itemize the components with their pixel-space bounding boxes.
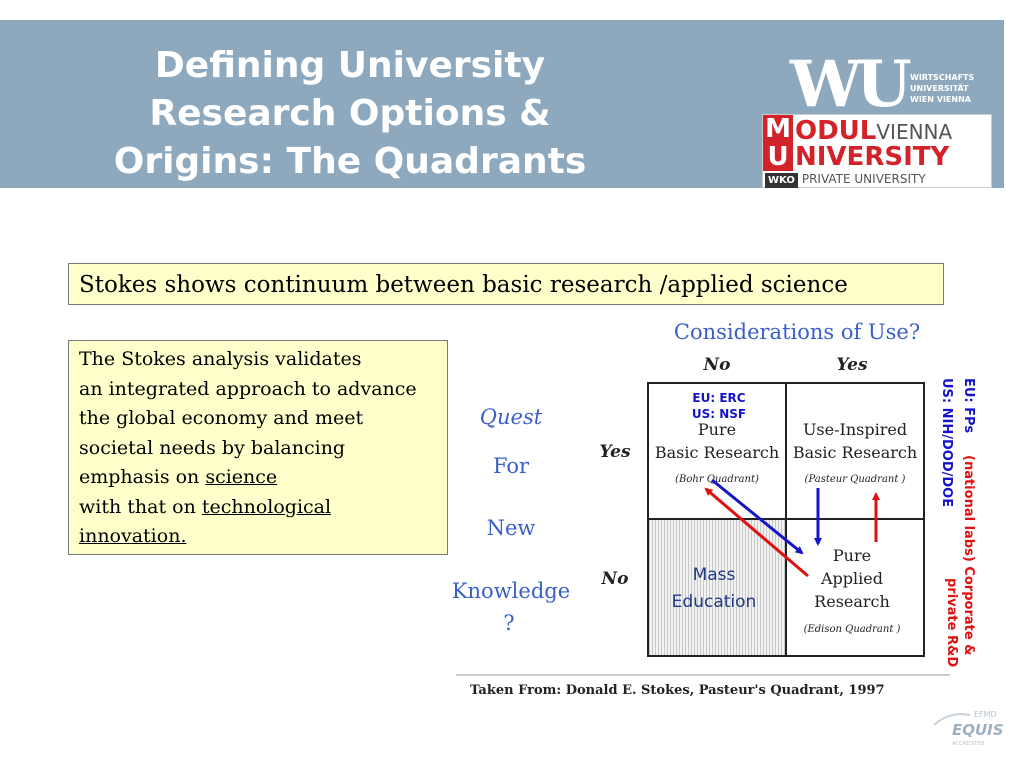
pasteur-use-inspired-label: Use-Inspired: [803, 420, 907, 439]
mass-label: Mass: [693, 565, 736, 585]
edison-research-label: Research: [814, 592, 890, 611]
title-header: Defining University Research Options & O…: [0, 20, 1004, 188]
question-mark: ?: [503, 611, 514, 635]
left-line-7: innovation.: [79, 522, 441, 552]
new-label: New: [487, 516, 536, 540]
left-line-6-text: with that on: [79, 495, 202, 518]
left-line-5-text: emphasis on: [79, 466, 206, 488]
left-line-2: an integrated approach to advance: [79, 377, 417, 400]
efmd-label: EFMD: [974, 710, 997, 719]
blue-arrow-basic-to-applied: [711, 478, 804, 555]
wu-logo-letters: WU: [790, 47, 912, 122]
wko-badge: WKO: [765, 173, 798, 188]
equis-logo: EFMD EQUIS ACCREDITED: [930, 705, 1010, 750]
row-yes-label: Yes: [599, 442, 630, 462]
edison-applied-label: Applied: [820, 569, 883, 588]
edison-pure-label: Pure: [833, 546, 871, 565]
wu-logo: WU WIRTSCHAFTS UNIVERSITÄT WIEN VIENNA: [790, 50, 1000, 130]
pasteur-basic-research-label: Basic Research: [793, 443, 917, 462]
left-line-6: with that on technological: [79, 493, 441, 523]
wu-sub-line-2: UNIVERSITÄT: [910, 84, 969, 93]
title-line-2: Research Options &: [149, 93, 551, 134]
red-arrow-applied-to-basic: [704, 487, 809, 578]
left-line-1: The Stokes analysis validates: [79, 348, 362, 370]
wu-sub-line-1: WIRTSCHAFTS: [910, 73, 975, 82]
modul-vienna: VIENNA: [876, 120, 953, 144]
wu-logo-subtext: WIRTSCHAFTS UNIVERSITÄT WIEN VIENNA: [910, 72, 974, 105]
title-line-1: Defining University: [154, 45, 546, 86]
equis-label: EQUIS: [952, 721, 1004, 739]
column-yes-label: Yes: [836, 355, 867, 375]
pasteur-quadrant-label: (Pasteur Quadrant ): [805, 474, 906, 485]
eu-fps-label: EU: FPs: [961, 378, 976, 433]
title-line-3: Origins: The Quadrants: [113, 141, 587, 182]
bohr-basic-research-label: Basic Research: [655, 443, 779, 462]
mass-education-hatch: [649, 519, 786, 655]
us-nsf-tag: US: NSF: [692, 407, 746, 421]
us-nih-dod-doe-label: US: NIH/DOD/DOE: [939, 378, 954, 507]
edison-quadrant-label: (Edison Quadrant ): [804, 624, 901, 635]
left-line-5: emphasis on science: [79, 463, 441, 493]
considerations-of-use: Considerations of Use?: [674, 320, 920, 344]
modul-m-letter: M: [765, 114, 791, 144]
innovation-underlined: innovation.: [79, 525, 187, 547]
accredited-label: ACCREDITED: [952, 741, 984, 747]
bohr-quadrant-label: (Bohr Quadrant): [675, 474, 759, 485]
education-label: Education: [672, 592, 757, 612]
left-line-4: societal needs by balancing: [79, 436, 346, 459]
stokes-banner: Stokes shows continuum between basic res…: [68, 263, 944, 305]
modul-odul: ODUL: [795, 116, 877, 146]
modul-mu-block: M U: [763, 115, 793, 171]
modul-u-letter: U: [767, 142, 789, 172]
knowledge-label: Knowledge: [452, 579, 570, 603]
wu-sub-line-3: WIEN VIENNA: [910, 95, 971, 104]
bohr-pure-label: Pure: [698, 420, 736, 439]
slide-title: Defining University Research Options & O…: [70, 42, 630, 186]
for-label: For: [493, 454, 530, 478]
column-no-label: No: [703, 355, 731, 375]
national-labs-corporate-label: (national labs) Corporate &: [961, 455, 976, 656]
left-line-3: the global economy and meet: [79, 407, 364, 429]
technological-underlined: technological: [201, 495, 332, 518]
modul-row-2: NIVERSITY: [795, 142, 950, 172]
science-underlined: science: [205, 466, 278, 488]
stokes-analysis-box: The Stokes analysis validates an integra…: [68, 340, 448, 555]
modul-private-university: PRIVATE UNIVERSITY: [801, 172, 926, 186]
equis-mark: EFMD EQUIS ACCREDITED: [933, 710, 1004, 747]
eu-erc-tag: EU: ERC: [692, 391, 745, 405]
row-no-label: No: [601, 569, 629, 589]
source-citation: Taken From: Donald E. Stokes, Pasteur's …: [470, 683, 885, 698]
modul-row-1: ODULVIENNA: [795, 117, 952, 146]
quest-label: Quest: [480, 405, 543, 429]
private-rd-label: private R&D: [944, 578, 959, 667]
